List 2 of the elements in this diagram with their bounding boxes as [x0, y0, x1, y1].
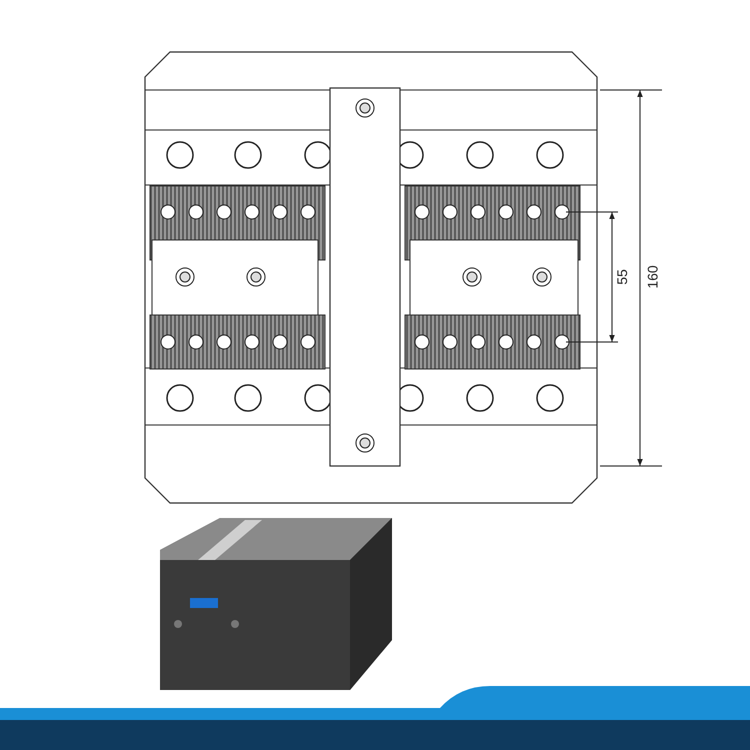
dimension-label: 160	[644, 265, 660, 289]
dimension-label: 55	[614, 269, 630, 285]
